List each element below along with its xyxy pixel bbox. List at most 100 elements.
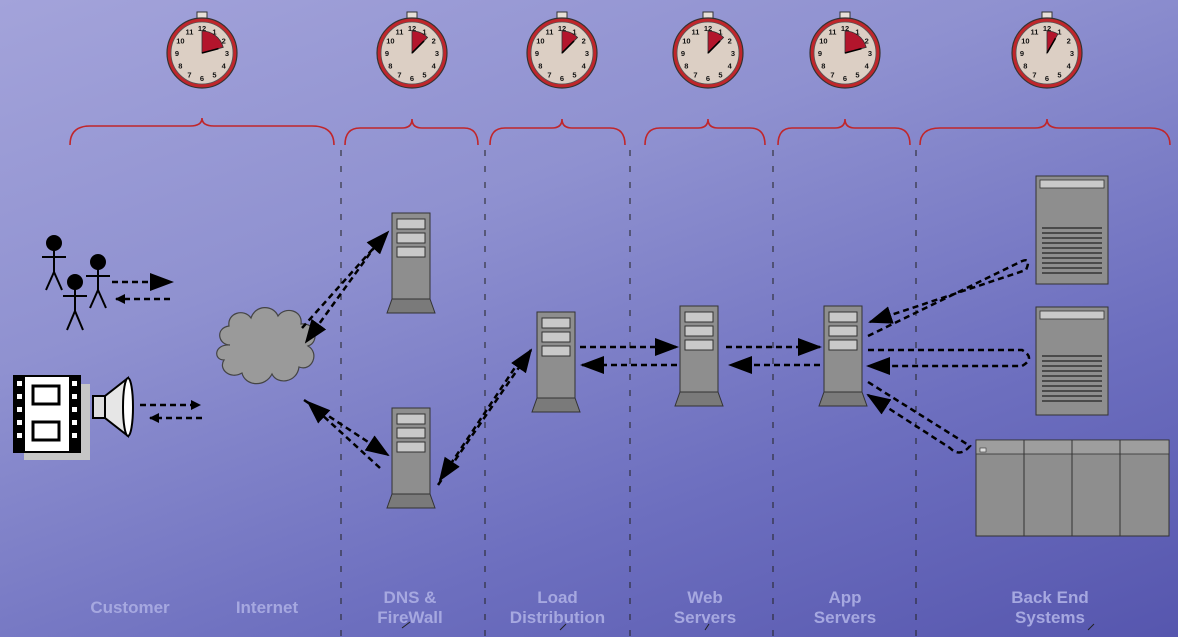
clock-number: 6 (843, 74, 847, 83)
clock-number: 5 (212, 71, 216, 80)
clock-number: 12 (1043, 24, 1051, 33)
backend-mainframe-1-icon (1035, 175, 1109, 285)
clock-number: 7 (693, 71, 697, 80)
clock-number: 3 (435, 49, 439, 58)
clock-number: 8 (178, 62, 182, 71)
stage-label-dns-firewall: DNS &FireWall (377, 588, 443, 627)
clock-number: 1 (855, 27, 859, 36)
clock-number: 2 (432, 37, 436, 46)
clock-hand (561, 40, 575, 54)
clock-number: 12 (704, 24, 712, 33)
clock-number: 6 (1045, 74, 1049, 83)
clock-hand (201, 47, 219, 54)
clock-number: 2 (582, 37, 586, 46)
clock-number: 2 (222, 37, 226, 46)
dns-server-top-icon (386, 212, 436, 314)
clock-number: 5 (718, 71, 722, 80)
clock-number: 11 (396, 27, 404, 36)
clock-number: 6 (410, 74, 414, 83)
clock-number: 5 (422, 71, 426, 80)
clock-number: 10 (176, 37, 184, 46)
clock-number: 11 (1031, 27, 1039, 36)
clock-number: 3 (731, 49, 735, 58)
stage-separators (340, 150, 917, 637)
clock-number: 7 (187, 71, 191, 80)
brace-dns (344, 118, 479, 146)
internet-cloud-icon (216, 307, 316, 385)
stage-label-customer: Customer (90, 598, 170, 617)
clock-number: 10 (819, 37, 827, 46)
clock-number: 4 (865, 62, 870, 71)
clock-number: 10 (682, 37, 690, 46)
clock-number: 9 (535, 49, 539, 58)
clock-number: 5 (572, 71, 576, 80)
clock-number: 1 (718, 27, 722, 36)
app-server-icon (818, 305, 868, 407)
elapsed-time-sector (844, 30, 867, 54)
clock-number: 4 (222, 62, 227, 71)
clock-number: 11 (692, 27, 700, 36)
clock-number: 7 (1032, 71, 1036, 80)
backend-storage-array-icon (975, 439, 1170, 537)
clock-number: 12 (408, 24, 416, 33)
elapsed-time-sector (561, 30, 579, 54)
web-server-icon (674, 305, 724, 407)
clock-number: 3 (225, 49, 229, 58)
clock-number: 8 (1023, 62, 1027, 71)
clock-number: 7 (830, 71, 834, 80)
elapsed-time-sector (707, 30, 725, 54)
clock-number: 1 (1057, 27, 1061, 36)
clock-number: 1 (212, 27, 216, 36)
bottom-ticks (401, 621, 1095, 631)
clock-number: 6 (560, 74, 564, 83)
clock-number: 1 (422, 27, 426, 36)
clock-number: 12 (198, 24, 206, 33)
clock-number: 7 (547, 71, 551, 80)
elapsed-time-sector (201, 30, 224, 54)
clock-number: 4 (728, 62, 733, 71)
stage-label-internet: Internet (235, 598, 299, 617)
clock-number: 6 (200, 74, 204, 83)
clock-number: 9 (1020, 49, 1024, 58)
clock-number: 9 (818, 49, 822, 58)
clock-number: 9 (385, 49, 389, 58)
clock-number: 12 (841, 24, 849, 33)
clock-hand (1046, 37, 1057, 54)
stage-braces (69, 117, 1171, 146)
clock-number: 3 (1070, 49, 1074, 58)
load-balancer-icon (531, 311, 581, 413)
clock-hand (844, 47, 862, 54)
clock-hand (411, 40, 425, 54)
clock-number: 3 (585, 49, 589, 58)
brace-web (644, 118, 766, 146)
dns-server-bottom-icon (386, 407, 436, 509)
elapsed-time-sector (411, 30, 429, 54)
clock-number: 9 (175, 49, 179, 58)
clock-number: 12 (558, 24, 566, 33)
clock-number: 5 (1057, 71, 1061, 80)
clock-number: 2 (728, 37, 732, 46)
brace-backend (919, 118, 1171, 146)
clock-number: 7 (397, 71, 401, 80)
clock-number: 8 (684, 62, 688, 71)
brace-load (489, 118, 626, 146)
clock-number: 2 (865, 37, 869, 46)
clock-hand (707, 40, 721, 54)
clock-number: 4 (432, 62, 437, 71)
clock-number: 6 (706, 74, 710, 83)
clock-number: 8 (388, 62, 392, 71)
clock-number: 11 (546, 27, 554, 36)
backend-mainframe-2-icon (1035, 306, 1109, 416)
request-response-arrows (112, 230, 1031, 486)
clock-number: 4 (1067, 62, 1072, 71)
clock-number: 8 (538, 62, 542, 71)
